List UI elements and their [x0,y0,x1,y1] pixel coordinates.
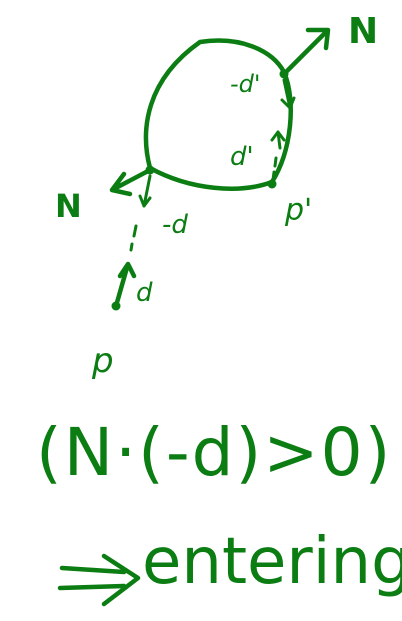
normal-arrow-left [109,167,153,197]
normal-label-right: N [348,11,379,52]
neg-d-label: -d [162,210,188,240]
double-arrow-icon [57,553,141,607]
neg-d-prime-arrow [280,78,296,110]
hit-point-exit [267,179,277,189]
entering-condition-formula: (N·(-d)>0) [36,414,393,491]
normal-arrow-right [281,27,331,77]
p-prime-label: p' [285,193,313,228]
d-prime-arrow [270,130,286,150]
neg-d-prime-label: -d' [230,70,261,98]
point-p [111,301,121,311]
hit-point-left [145,165,155,175]
p-label: p [92,341,114,381]
d-label: d [136,278,153,308]
conclusion-text: entering [142,525,402,599]
hit-point-top [279,69,289,79]
normal-label-left: N [55,187,82,225]
d-arrow [113,261,137,309]
neg-d-arrow [138,174,152,208]
d-prime-dashes [271,156,278,182]
ray-dashes [129,224,138,252]
d-prime-label: d' [230,142,254,172]
object-boundary [143,38,293,191]
